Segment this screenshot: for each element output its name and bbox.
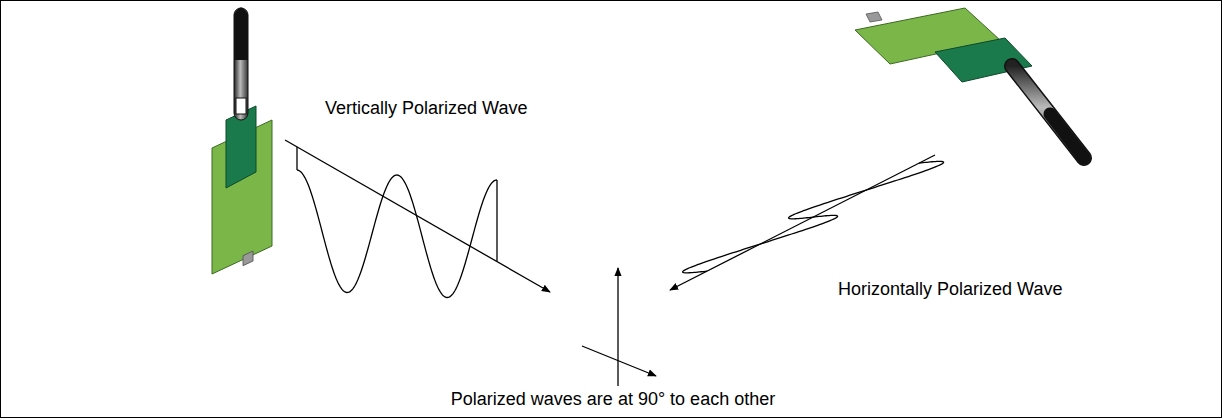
horizontal-module (855, 8, 1084, 158)
wave-label: Horizontally Polarized Wave (838, 279, 1062, 301)
wave-label: Vertically Polarized Wave (325, 98, 527, 120)
wave-edge (296, 147, 297, 170)
propagation-arrow (670, 155, 935, 290)
vertical-axis (617, 268, 618, 386)
vertical-wave (297, 170, 497, 298)
propagation-arrow (285, 140, 550, 292)
horizontal-wave (683, 161, 944, 272)
caption-note: Polarized waves are at 90° to each other (451, 389, 775, 411)
wave-edge (496, 180, 497, 261)
vertical-module (212, 8, 272, 275)
horizontal-axis (582, 346, 656, 376)
